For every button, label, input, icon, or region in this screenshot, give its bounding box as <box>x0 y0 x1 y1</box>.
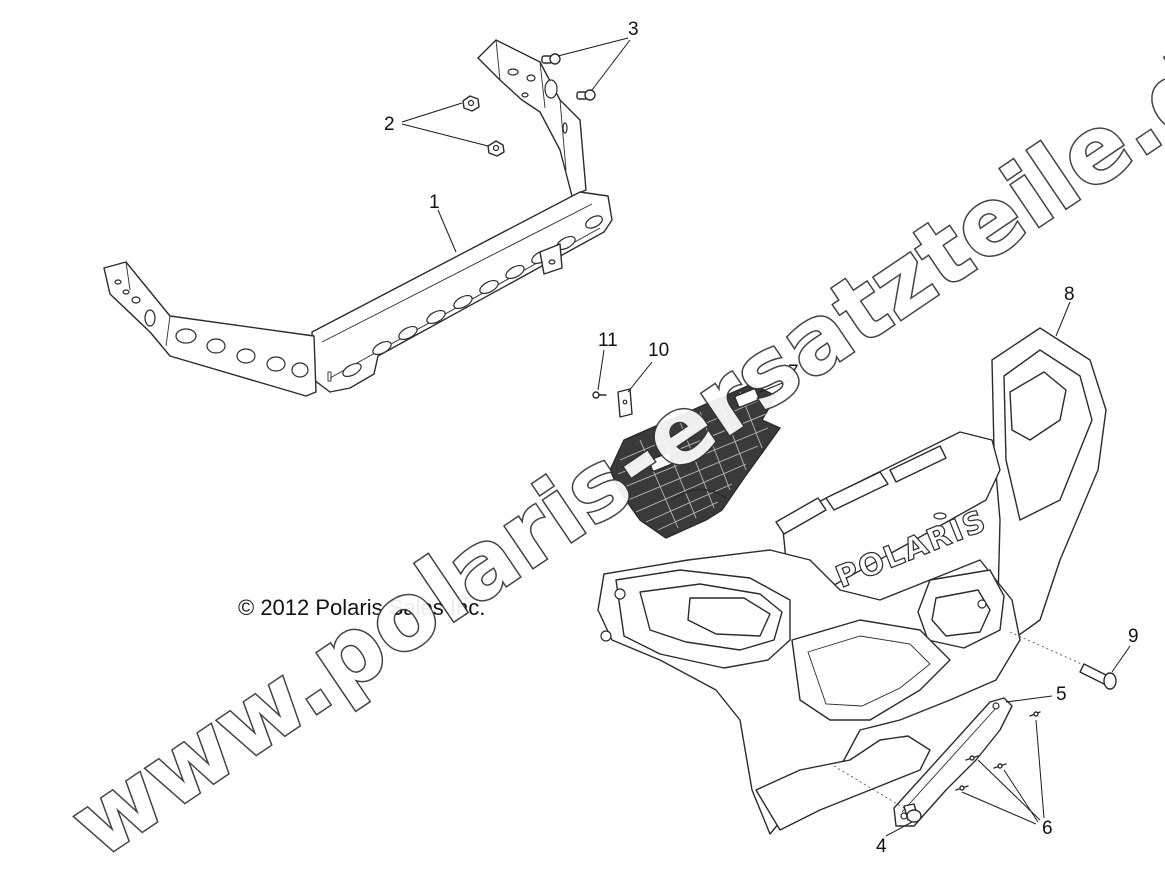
callout-7: 7 <box>788 362 799 383</box>
callout-11: 11 <box>598 330 618 351</box>
callout-3: 3 <box>628 19 639 40</box>
callout-labels: 1 2 3 4 5 6 7 8 9 10 11 <box>384 19 1139 857</box>
callout-6: 6 <box>1042 818 1053 839</box>
nut-parts <box>462 95 505 157</box>
callout-10: 10 <box>648 340 669 361</box>
screw-parts-6 <box>955 711 1041 791</box>
screw-part-4 <box>833 765 922 823</box>
screw-parts-3 <box>541 53 596 101</box>
callout-8: 8 <box>1064 284 1075 305</box>
leader-lines <box>401 37 1131 837</box>
callout-5: 5 <box>1056 684 1067 705</box>
clip-part <box>617 388 633 418</box>
callout-9: 9 <box>1128 626 1139 647</box>
callout-4: 4 <box>876 836 887 857</box>
screw-part-11 <box>592 391 607 399</box>
grille-part <box>609 383 781 539</box>
bumper-bracket-part <box>103 39 613 397</box>
copyright-notice: © 2012 Polaris Sales Inc. <box>238 595 485 620</box>
front-fascia-part: POLARIS <box>597 327 1107 835</box>
callout-2: 2 <box>384 114 395 135</box>
bolt-part-9 <box>1009 631 1117 690</box>
callout-1: 1 <box>429 192 440 213</box>
